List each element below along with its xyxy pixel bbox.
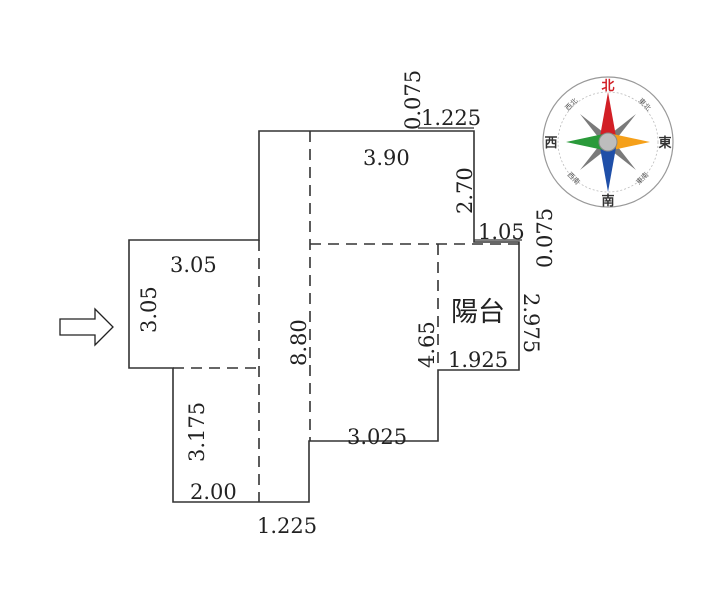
compass-label-east: 東 <box>658 135 671 151</box>
dim-label: 2.975 <box>519 293 543 353</box>
compass-point-west <box>566 133 608 151</box>
dim-label: 3.05 <box>170 253 217 277</box>
dim-label: 1.225 <box>257 514 317 538</box>
compass-point-south <box>599 142 617 192</box>
dim-label: 3.90 <box>363 146 410 170</box>
room-label-balcony: 陽台 <box>451 297 505 328</box>
interior-dashed-lines <box>173 131 519 502</box>
dim-label: 0.075 <box>401 70 425 130</box>
compass-label-north: 北 <box>601 79 614 94</box>
dim-label: 1.225 <box>421 106 481 130</box>
floor-plan-outline <box>128 130 520 503</box>
entrance-arrow-icon <box>59 307 114 347</box>
compass-point-north <box>599 92 617 142</box>
dim-label: 2.70 <box>453 167 477 214</box>
compass-center <box>598 132 618 152</box>
dimension-ticks <box>418 127 522 241</box>
compass-rose: 北 東 南 西 東北 西北 東南 西南 <box>542 76 674 209</box>
dim-label: 4.65 <box>415 321 439 368</box>
compass-point-east <box>608 133 650 151</box>
dim-label: 1.925 <box>448 348 508 372</box>
dim-label: 3.05 <box>137 286 161 333</box>
dim-label: 3.025 <box>347 425 407 449</box>
compass-inner-ring <box>557 91 659 193</box>
dim-label: 8.80 <box>287 319 311 366</box>
dim-label: 3.175 <box>185 402 209 462</box>
compass-label-south: 南 <box>601 193 614 209</box>
dim-label: 1.05 <box>478 220 525 244</box>
dim-label: 0.075 <box>533 208 557 268</box>
compass-label-west: 西 <box>544 136 557 151</box>
dim-label: 2.00 <box>190 480 237 504</box>
